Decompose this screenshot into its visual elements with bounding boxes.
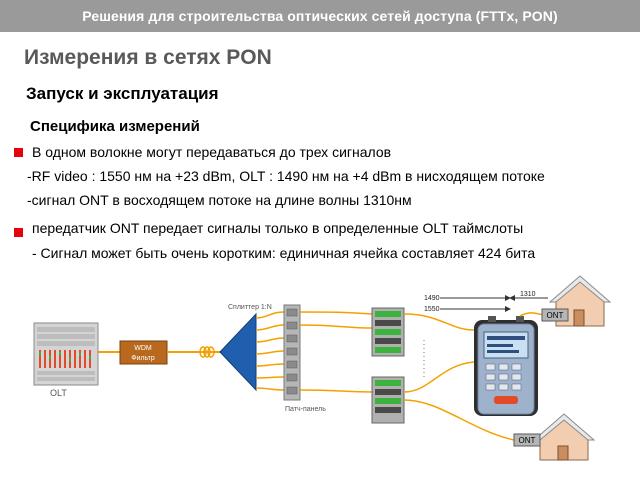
- red-bullet-icon: [14, 148, 23, 157]
- wavelength-1550: 1550: [424, 306, 440, 313]
- house-icon-bottom: [532, 413, 596, 461]
- splice-cassette-upper: [371, 307, 405, 357]
- wavelength-1490: 1490: [424, 295, 440, 302]
- text-line-5: - Сигнал может быть очень коротким: един…: [32, 245, 536, 261]
- slide-subtitle: Запуск и эксплуатация: [26, 84, 219, 103]
- banner-text: Решения для строительства оптических сет…: [82, 8, 558, 24]
- wdm-label-1: WDM: [134, 345, 152, 352]
- wavelength-1310: 1310: [520, 291, 536, 298]
- olt-label: OLT: [50, 388, 67, 398]
- text-line-4: передатчик ONT передает сигналы только в…: [32, 220, 524, 236]
- header-banner: Решения для строительства оптических сет…: [0, 0, 640, 32]
- text-line-1: В одном волокне могут передаваться до тр…: [32, 144, 392, 160]
- wdm-label-2: Фильтр: [131, 355, 155, 362]
- slide-title: Измерения в сетях PON: [24, 46, 272, 69]
- ont-bottom: [513, 433, 541, 447]
- splitter-icon: [219, 312, 257, 392]
- ont-top: [541, 308, 569, 322]
- power-meter-device: [474, 316, 538, 416]
- fiber-coil-icon: [199, 346, 215, 358]
- patch-panel-label: Патч-панель: [285, 406, 326, 413]
- ont-bottom-label: ONT: [519, 436, 536, 445]
- red-bullet-icon: [14, 228, 23, 237]
- ont-top-label: ONT: [547, 311, 564, 320]
- olt-rack: [33, 322, 99, 386]
- patch-panel: [283, 304, 301, 401]
- text-line-2: -RF video : 1550 нм на +23 dBm, OLT : 14…: [27, 168, 545, 184]
- section-heading: Специфика измерений: [30, 118, 200, 135]
- splice-cassette-lower: [371, 376, 405, 424]
- splitter-label: Сплиттер 1:N: [228, 304, 272, 311]
- text-line-3: -сигнал ONT в восходящем потоке на длине…: [27, 192, 412, 208]
